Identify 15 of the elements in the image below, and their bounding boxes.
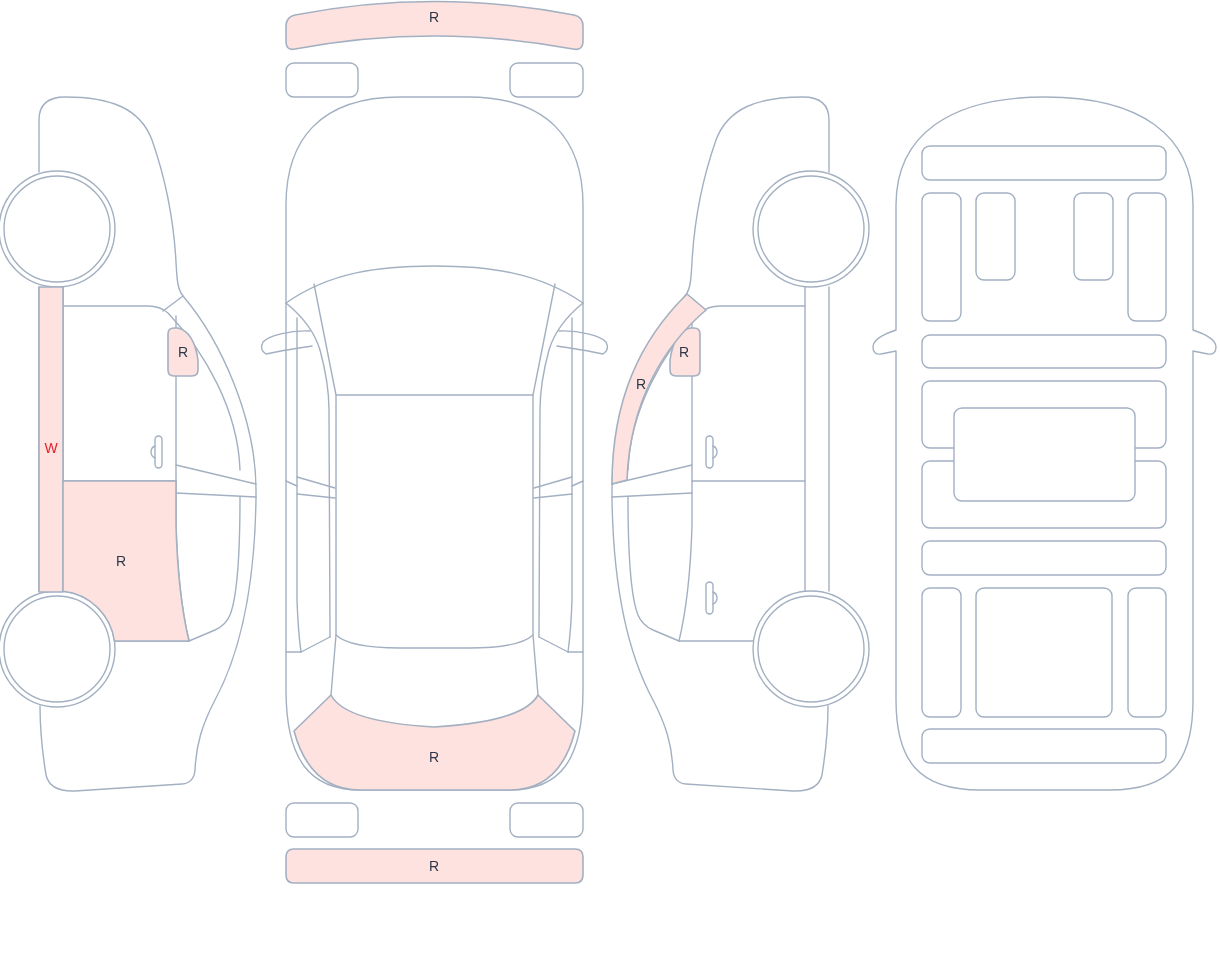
damage-code: R [678, 345, 690, 359]
highlighted-panel [611, 293, 707, 485]
highlighted-panel [285, 848, 584, 884]
highlighted-panel [167, 327, 199, 377]
highlighted-panel [38, 286, 64, 593]
damage-code: R [428, 859, 440, 873]
highlighted-panel [284, 0, 585, 53]
damage-code: R [115, 554, 127, 568]
damage-code: R [428, 750, 440, 764]
damage-code: R [428, 10, 440, 24]
damage-code: R [635, 377, 647, 391]
damage-code: W [44, 441, 58, 455]
damage-code: R [177, 345, 189, 359]
highlighted-panel [62, 480, 190, 642]
highlighted-panel [293, 694, 576, 791]
